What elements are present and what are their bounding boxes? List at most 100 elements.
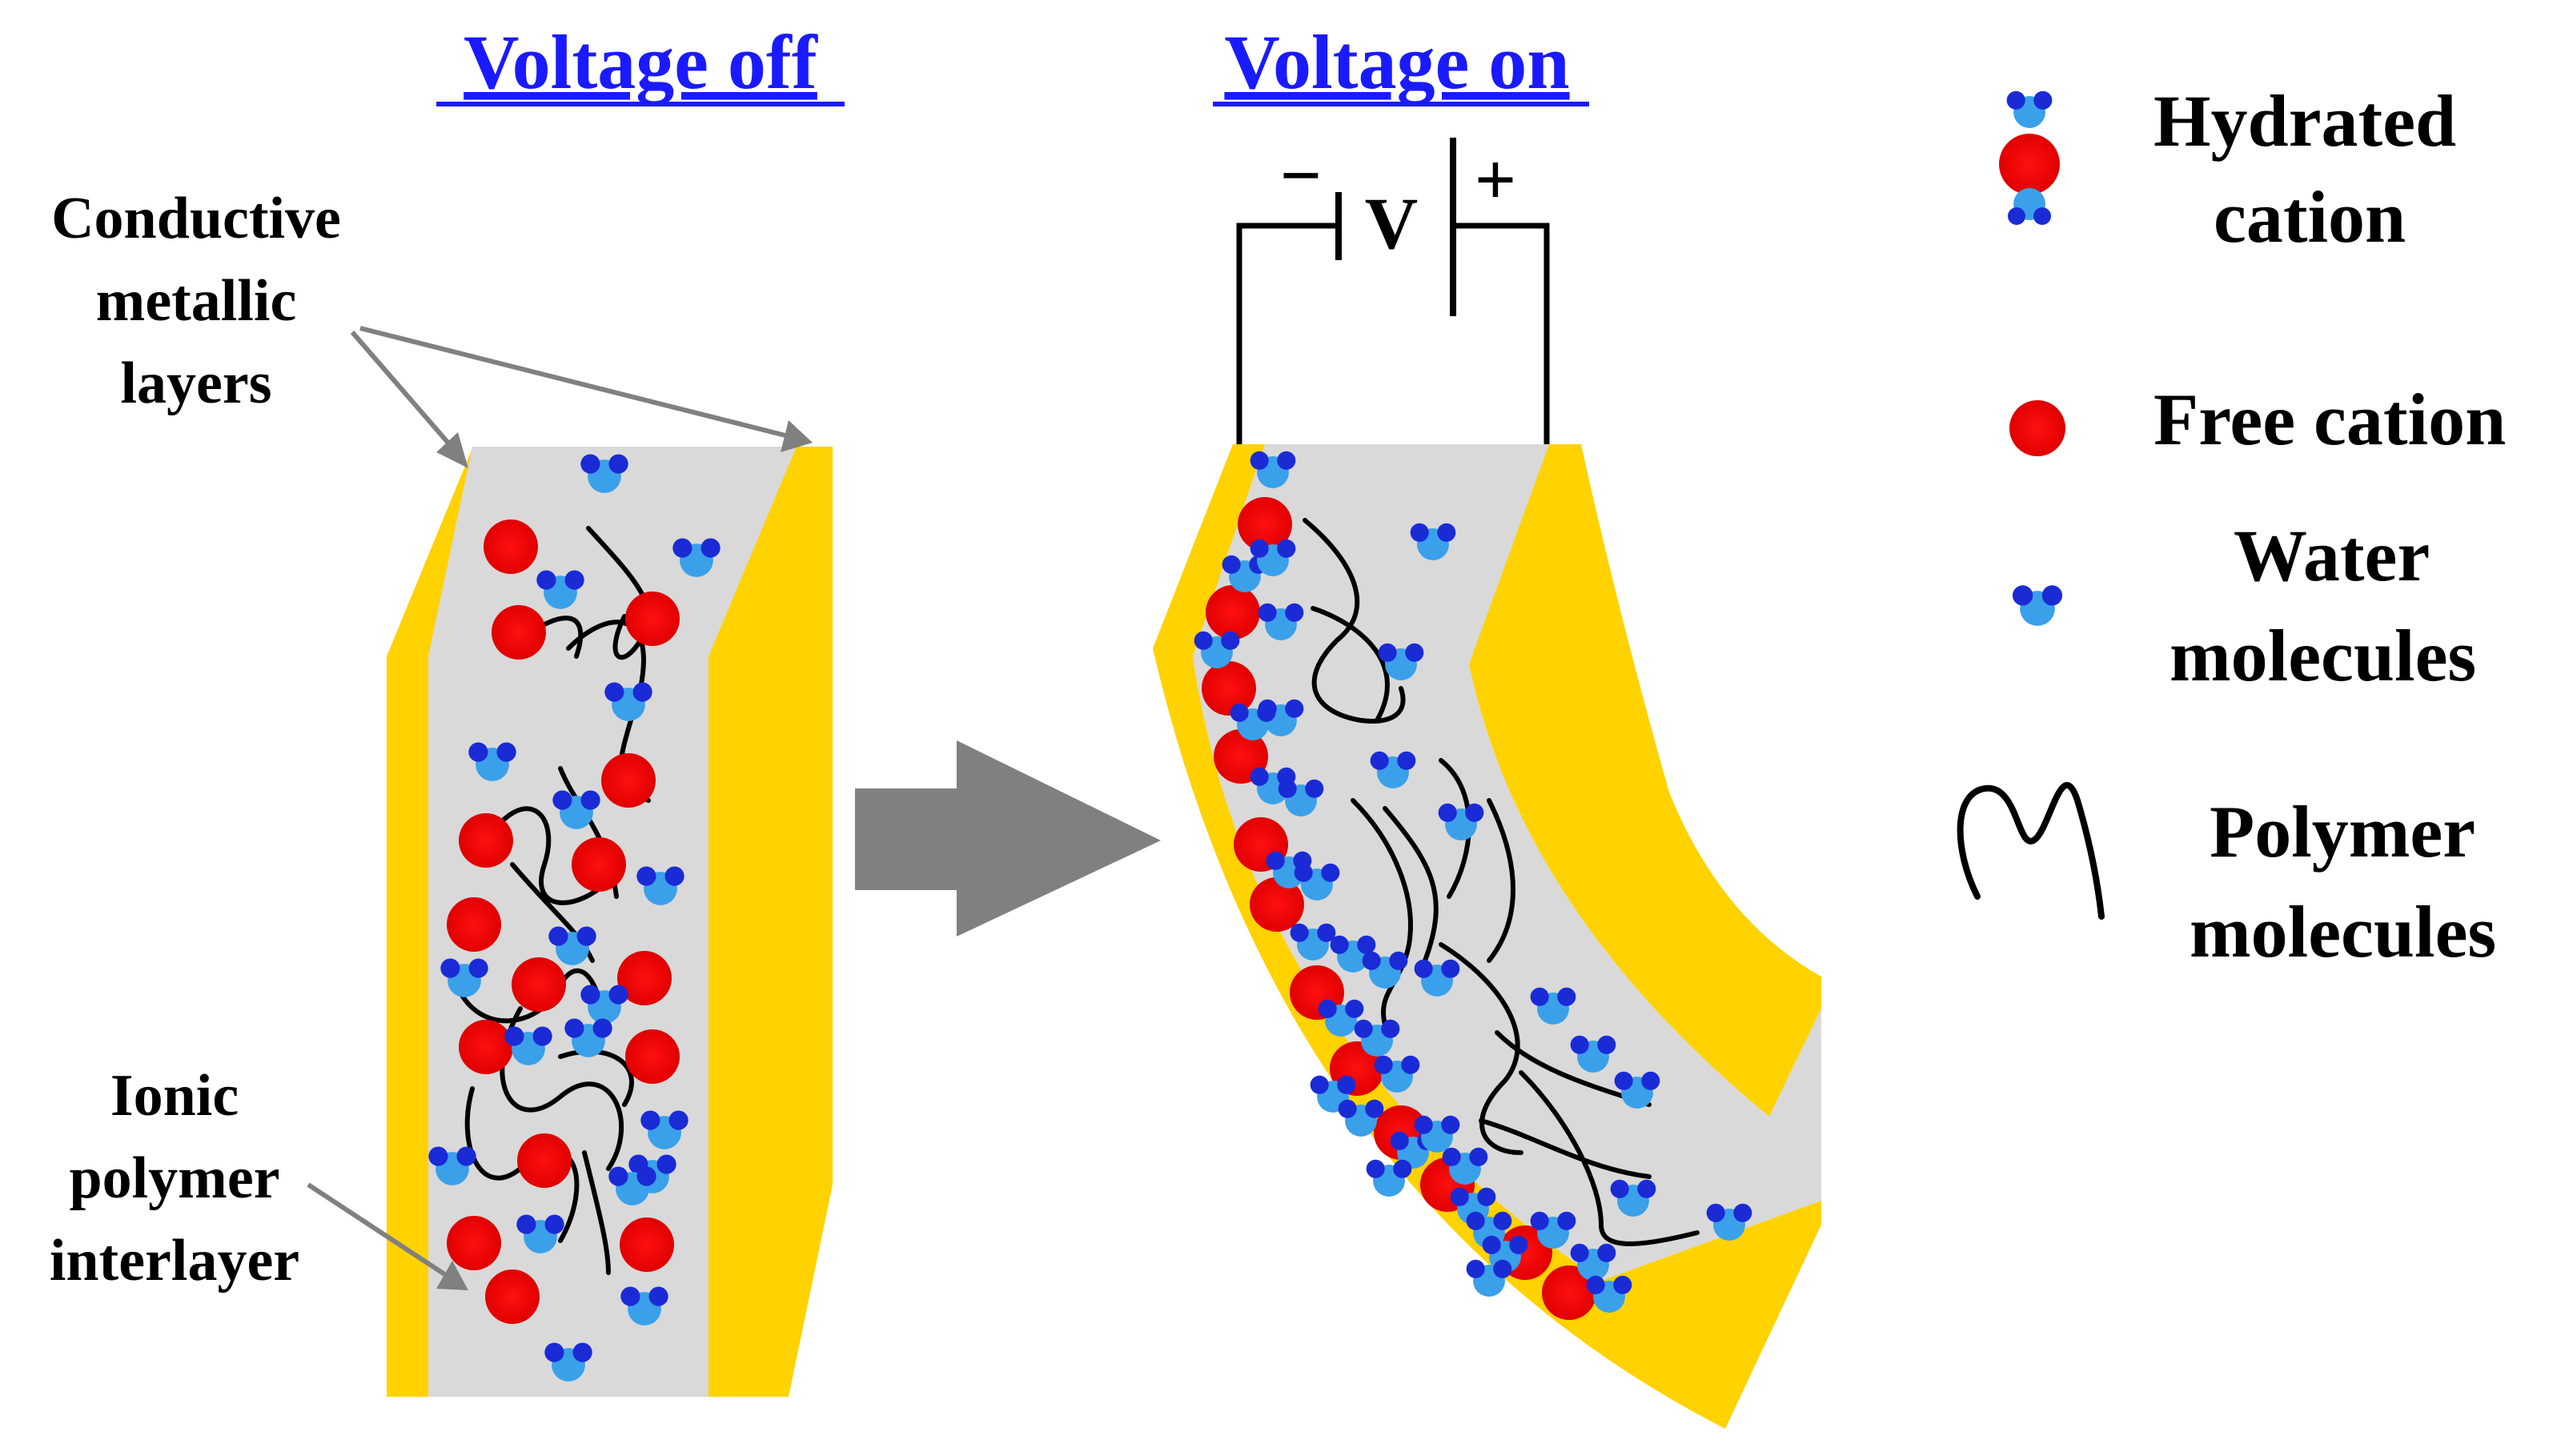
ionic-interlayer-label-line1: Ionic [110, 1063, 239, 1129]
water-molecule [1570, 1035, 1616, 1073]
water-molecule [1250, 451, 1296, 488]
cation-particle [512, 957, 566, 1012]
water-molecule [536, 570, 584, 609]
metallic-layers-label-line1: Conductive [51, 186, 341, 251]
water-molecule [1410, 523, 1456, 560]
water-molecule [1378, 643, 1424, 680]
cation-particle [485, 1269, 540, 1324]
water-molecule [1586, 1275, 1632, 1313]
cation-particle [484, 519, 538, 574]
water-molecule [2012, 585, 2063, 626]
legend-hydrated-cation-line1: Hydrated [2154, 80, 2456, 162]
water-molecules-relaxed [428, 454, 721, 1382]
battery-minus-sign: − [1280, 134, 1322, 216]
legend-free-cation: Free cation [2154, 379, 2506, 460]
water-molecule [544, 1342, 592, 1382]
water-molecule [636, 866, 684, 905]
water-molecule [504, 1026, 552, 1065]
free-cation-icon [2009, 400, 2065, 456]
water-molecule [428, 1146, 476, 1185]
polymer-molecule-icon [1957, 782, 2105, 920]
water-molecule [580, 454, 628, 493]
water-molecule [1250, 767, 1296, 804]
water-molecule [620, 1286, 668, 1326]
water-molecule [1366, 1159, 1412, 1197]
water-molecule [1318, 999, 1364, 1037]
water-molecule [608, 1166, 656, 1205]
cation-particle [447, 897, 501, 952]
water-molecule [548, 926, 596, 965]
cation-particle [447, 1216, 501, 1270]
water-molecule [1466, 1259, 1512, 1297]
wire-negative [1236, 223, 1337, 444]
water-molecule [1290, 923, 1336, 961]
polymer-chain [1439, 942, 1523, 1155]
metallic-layers-label-line3: layers [120, 351, 271, 416]
free-cations-relaxed [447, 519, 680, 1324]
water-molecule [1414, 1115, 1460, 1153]
left-electrode-layer [387, 448, 476, 1397]
polymer-chain [1519, 1070, 1700, 1246]
bent-polymer-interlayer [1193, 444, 1821, 1281]
water-molecule [1442, 1147, 1488, 1185]
cation-particle [1250, 877, 1304, 932]
cation-particle [1542, 1265, 1596, 1320]
cation-particle [492, 605, 546, 660]
battery-voltage-label: V [1365, 183, 1418, 264]
water-molecule [604, 682, 652, 721]
water-molecule [1194, 631, 1240, 668]
voltage-off-title: Voltage off [464, 19, 818, 105]
water-molecule [672, 538, 721, 577]
legend-polymer-line2: molecules [2190, 891, 2496, 973]
polymer-chain [1351, 798, 1413, 1027]
water-molecule [1370, 751, 1416, 788]
right-electrode-layer [708, 447, 833, 1397]
water-molecule [640, 1110, 688, 1149]
legend-water-line2: molecules [2170, 615, 2476, 696]
cation-particle [601, 753, 656, 808]
cation-particle [625, 1029, 680, 1084]
water-molecule [1258, 603, 1304, 640]
water-molecule [580, 985, 628, 1024]
water-molecule [1330, 935, 1376, 973]
hydrated-cation-icon [1999, 90, 2060, 225]
cation-particle [1238, 497, 1292, 552]
legend-hydrated-cation-line2: cation [2214, 176, 2406, 258]
water-molecules-bent [1194, 451, 1752, 1313]
ionic-interlayer-label-line3: interlayer [50, 1228, 299, 1294]
water-molecule [1570, 1243, 1616, 1281]
ionic-interlayer-pointer-arrow [307, 1182, 468, 1290]
water-molecule-icon [2012, 585, 2063, 626]
cation-particle [517, 1133, 572, 1188]
water-molecule [1438, 803, 1484, 840]
cation-particle [620, 1217, 674, 1272]
cation-particle [1206, 585, 1260, 640]
transition-arrow [855, 740, 1161, 937]
water-molecule [1530, 987, 1576, 1025]
water-molecule [1338, 1099, 1384, 1137]
water-molecule [1466, 1211, 1512, 1249]
cation-particle [459, 1020, 513, 1074]
polymer-chain [1479, 1118, 1652, 1179]
water-molecule [1354, 1019, 1400, 1057]
cation-particle [572, 837, 626, 892]
water-molecule [440, 958, 488, 997]
water-molecule [1362, 951, 1408, 989]
cation-particle [617, 951, 672, 1005]
water-molecule [1610, 1179, 1656, 1217]
water-molecule [1294, 863, 1340, 900]
cation-particle [1202, 661, 1256, 716]
legend-polymer-line1: Polymer [2210, 791, 2475, 872]
voltage-on-title: Voltage on [1224, 19, 1569, 105]
legend-water-line1: Water [2234, 515, 2430, 596]
ionic-interlayer-label-line2: polymer [69, 1145, 279, 1211]
cation-particle [625, 592, 680, 646]
polymer-chain [1383, 806, 1439, 963]
water-molecule [564, 1018, 612, 1057]
water-molecule [552, 790, 600, 829]
wire-positive [1455, 223, 1550, 444]
polymer-chain [1487, 798, 1515, 963]
water-molecule [2006, 90, 2053, 128]
water-molecule [1278, 779, 1324, 816]
